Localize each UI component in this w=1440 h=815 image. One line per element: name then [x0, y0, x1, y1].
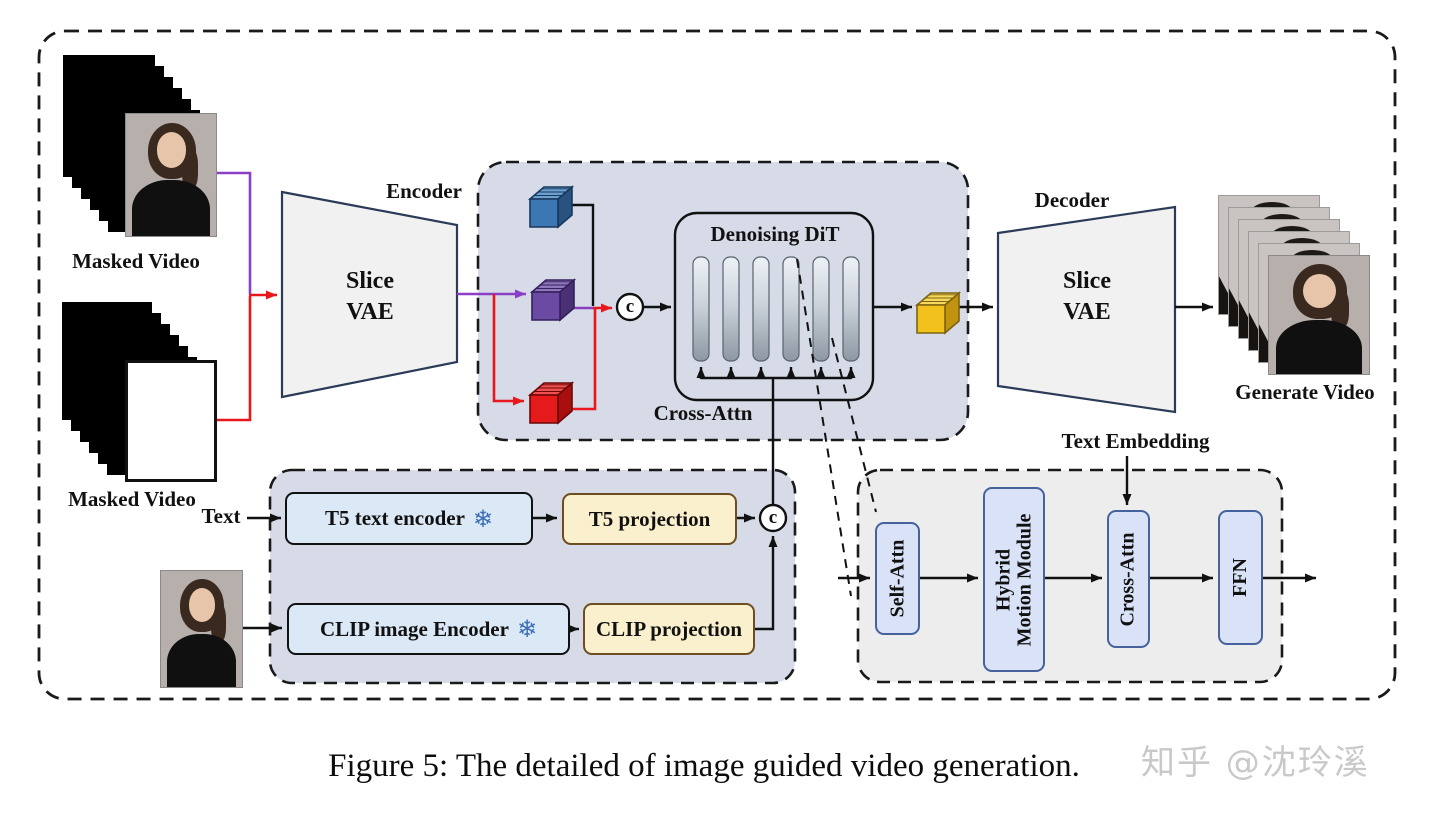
hybrid-line2: Motion Module — [1013, 513, 1035, 646]
decoder-title: Decoder — [1034, 188, 1110, 212]
frozen-snowflake-icon: ❄ — [516, 615, 538, 643]
t5-projection-box: T5 projection — [562, 493, 737, 545]
clip-image-encoder-label: CLIP image Encoder — [319, 616, 509, 641]
latent-cube-red — [527, 381, 575, 425]
slice-vae-encoder-line2: VAE — [346, 299, 394, 326]
slice-vae-decoder-label: Slice VAE — [1017, 266, 1157, 328]
portrait-ponytail — [211, 603, 226, 643]
reference-image — [125, 113, 217, 237]
portrait-body — [166, 633, 237, 687]
watermark: 知乎 @沈玲溪 — [1141, 743, 1370, 783]
input-reference-image — [160, 570, 243, 688]
clip-projection-label: CLIP projection — [595, 616, 743, 641]
frozen-snowflake-icon: ❄ — [472, 504, 494, 533]
dit-bars — [692, 256, 860, 362]
cross-attn-label: Cross-Attn — [1117, 531, 1140, 627]
slice-vae-decoder-line1: Slice — [1063, 268, 1111, 294]
portrait-ponytail — [181, 148, 198, 190]
hybrid-line1: Hybrid — [992, 548, 1014, 611]
masked-video-bottom-label: Masked Video — [68, 487, 196, 511]
concat-symbol-latent: c — [625, 296, 635, 317]
dit-bar — [842, 256, 860, 362]
latent-cube-blue — [527, 185, 575, 229]
text-input-label: Text — [201, 504, 241, 528]
dit-bar — [782, 256, 800, 362]
portrait-body — [132, 179, 210, 236]
portrait-face — [156, 132, 187, 168]
cross-attn-block: Cross-Attn — [1107, 510, 1150, 648]
t5-projection-label: T5 projection — [588, 506, 711, 531]
detail-expansion-lines — [796, 258, 877, 597]
masked-white-frame — [125, 360, 217, 482]
clip-image-encoder-box: CLIP image Encoder ❄ — [287, 603, 570, 655]
output-cube-yellow — [914, 291, 962, 335]
latent-dashed-box — [476, 160, 970, 442]
portrait-body — [1276, 319, 1362, 374]
ffn-block: FFN — [1218, 510, 1263, 645]
dit-bar — [752, 256, 770, 362]
self-attn-block: Self-Attn — [875, 522, 920, 635]
dit-bar — [722, 256, 740, 362]
generated-frame-image — [1268, 255, 1370, 375]
cross-attn-feed-label: Cross-Attn — [653, 401, 753, 425]
t5-text-encoder-box: T5 text encoder ❄ — [285, 492, 533, 545]
figure-caption: Figure 5: The detailed of image guided v… — [328, 748, 1080, 784]
hybrid-motion-module-label: Hybrid Motion Module — [992, 513, 1035, 646]
encoder-title: Encoder — [386, 179, 462, 203]
portrait-face — [1303, 273, 1336, 308]
t5-text-encoder-label: T5 text encoder — [324, 506, 465, 530]
hybrid-motion-module-block: Hybrid Motion Module — [983, 487, 1045, 672]
slice-vae-encoder-line1: Slice — [346, 268, 394, 294]
clip-projection-box: CLIP projection — [583, 603, 755, 655]
denoising-dit-title: Denoising DiT — [710, 222, 840, 246]
ffn-label: FFN — [1228, 558, 1251, 597]
dit-bar — [812, 256, 830, 362]
portrait-face — [188, 588, 216, 623]
latent-cube-purple — [529, 278, 577, 322]
dit-bar — [692, 256, 710, 362]
masked-video-top-label: Masked Video — [72, 249, 200, 273]
generate-video-label: Generate Video — [1235, 380, 1375, 404]
portrait-ponytail — [1331, 289, 1349, 330]
slice-vae-decoder-line2: VAE — [1063, 299, 1111, 326]
text-embedding-label: Text Embedding — [1061, 429, 1210, 453]
self-attn-label: Self-Attn — [886, 539, 909, 618]
concat-symbol-text: c — [768, 507, 778, 528]
slice-vae-encoder-label: Slice VAE — [300, 266, 440, 328]
